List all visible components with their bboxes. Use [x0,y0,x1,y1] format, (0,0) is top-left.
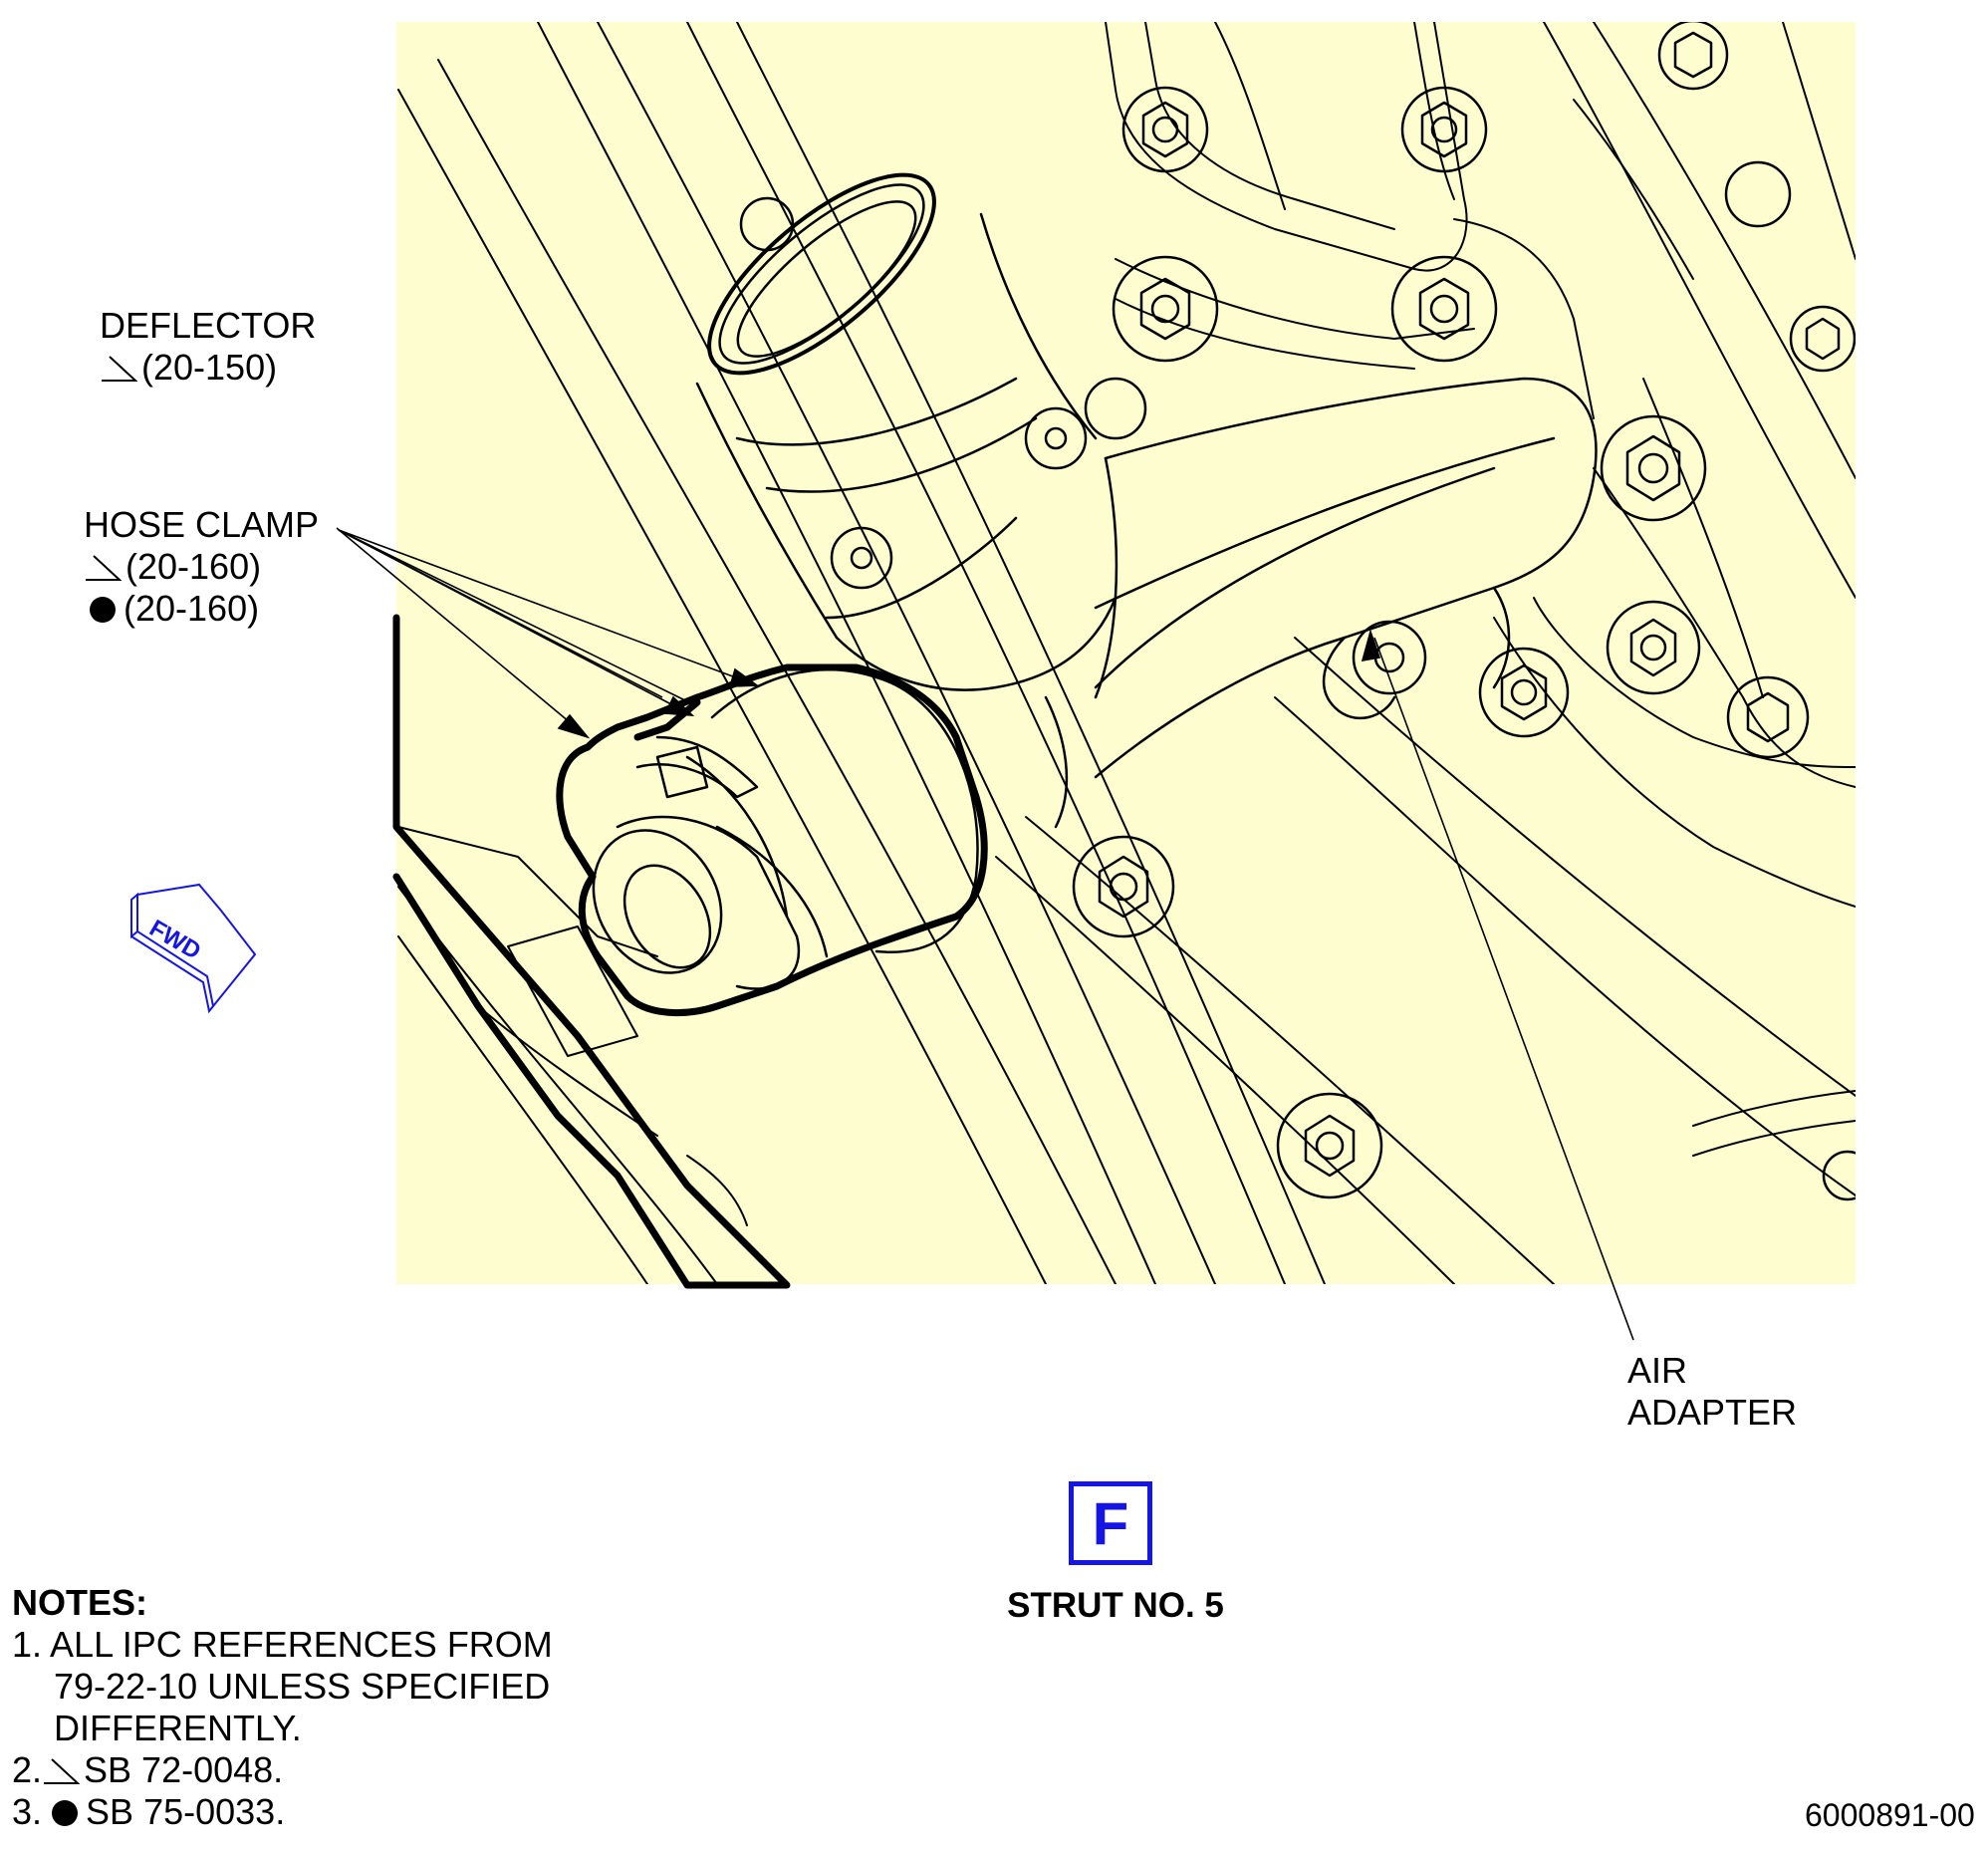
fwd-label: FWD [144,915,205,965]
note-1-line-1: 1. ALL IPC REFERENCES FROM [12,1624,553,1665]
hose-clamp-ref-1: (20-160) [84,546,261,588]
hose-clamp-ref-2-text: (20-160) [124,588,260,629]
air-adapter-body [1044,377,1598,829]
note-2: 2. SB 72-0048. [12,1749,283,1791]
note-3-text: SB 75-0033. [86,1791,286,1832]
air-adapter-label-2: ADAPTER [1627,1392,1798,1433]
view-letter: F [1092,1489,1129,1557]
duct-tube [695,172,1118,691]
fwd-arrow-icon [130,883,257,1014]
filled-circle-icon [90,597,116,623]
hose-clamp-label: HOSE CLAMP [84,504,320,545]
leader-lines [336,527,1634,1341]
view-letter-box: F [1069,1481,1152,1565]
note-3: 3. SB 75-0033. [12,1791,285,1833]
note-2-number: 2. [12,1749,43,1790]
air-adapter-label-1: AIR [1627,1350,1688,1391]
deflector-ref-text: (20-150) [141,347,278,388]
note-2-text: SB 72-0048. [84,1749,284,1790]
right-triangle-icon [44,1758,81,1784]
drawing-number: 6000891-00 [1805,1797,1975,1833]
right-triangle-icon [102,356,137,382]
filled-circle-icon [52,1800,79,1826]
hose-clamp-ref-1-text: (20-160) [125,546,262,587]
right-triangle-icon [86,555,122,581]
notes-heading: NOTES: [12,1582,148,1623]
illustration-panel [396,22,1856,1284]
view-title: STRUT NO. 5 [1007,1586,1224,1625]
note-3-number: 3. [12,1791,43,1832]
deflector-label: DEFLECTOR [100,305,317,346]
bolts [739,22,1856,1201]
note-1-line-3: DIFFERENTLY. [54,1708,302,1748]
hose-clamp-ref-2: (20-160) [90,588,259,630]
lower-bracket [397,826,748,1226]
deflector-ref: (20-150) [100,347,277,389]
note-1-line-2: 79-22-10 UNLESS SPECIFIED [54,1666,551,1707]
